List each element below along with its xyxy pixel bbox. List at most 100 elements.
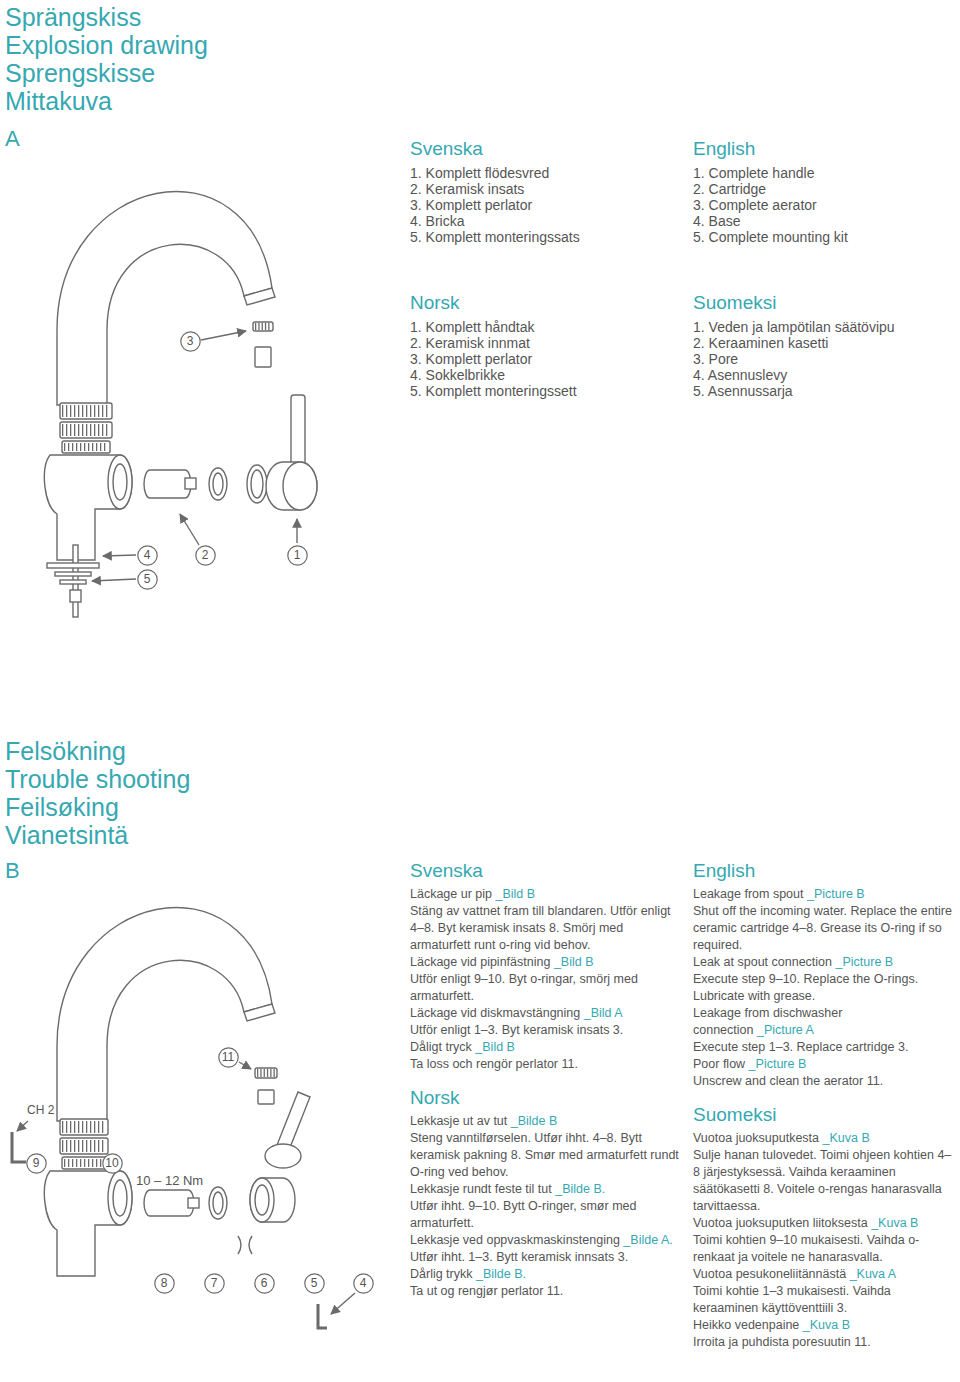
leader-arrow — [92, 579, 136, 581]
picture-ref: _Bilde B. — [476, 1267, 526, 1281]
cartridge-stem — [185, 478, 196, 489]
callout-ring — [137, 545, 156, 564]
faucet-body — [44, 1171, 132, 1276]
thread-ticks — [64, 1159, 106, 1167]
callout-circle: 5 — [137, 569, 158, 590]
section-letter: A — [5, 126, 20, 151]
picture-ref: _Picture B — [836, 955, 894, 969]
language-heading: English — [693, 138, 955, 160]
nut — [70, 590, 81, 602]
callout-ring — [154, 1273, 173, 1292]
remedy-text: Ta ut og rengjør perlator 11. — [410, 1283, 680, 1300]
cartridge — [144, 1190, 194, 1216]
remedy-text: Steng vanntilførselen. Utfør ihht. 4–8. … — [410, 1130, 680, 1181]
part-name: 4. Bricka — [410, 213, 672, 229]
thread-ticks — [64, 443, 108, 451]
callout-ring — [254, 1273, 273, 1292]
aerator-insert — [258, 1090, 274, 1104]
aerator-ribs — [255, 323, 271, 330]
callout-number: 5 — [137, 569, 158, 590]
part-name: 2. Keraaminen kasetti — [693, 335, 955, 351]
washer — [60, 580, 86, 584]
part-name: 3. Complete aerator — [693, 197, 955, 213]
problem-title: Leak at spout connection — [693, 955, 832, 969]
problem-title: Poor flow — [693, 1057, 745, 1071]
part-name: 2. Cartridge — [693, 181, 955, 197]
section-heading: Felsökning Trouble shooting Feilsøking V… — [5, 737, 205, 849]
problem-title: Dåligt tryck — [410, 1040, 472, 1054]
nut-hole — [213, 473, 223, 495]
part-name: 3. Komplett perlator — [410, 197, 672, 213]
callout-number: 9 — [26, 1153, 47, 1174]
callout-circle: 5 — [304, 1273, 325, 1294]
problem-line: Läckage ur pip_Bild B — [410, 886, 680, 903]
part-name: 1. Veden ja lampötilan säätövipu — [693, 319, 955, 335]
faucet-b — [44, 907, 275, 1276]
remedy-text: Unscrew and clean the aerator 11. — [693, 1073, 955, 1090]
callout-number: 11 — [218, 1047, 239, 1068]
callout-ring — [137, 569, 156, 588]
callout-number: 10 — [102, 1153, 123, 1174]
problem-title: Läckage vid pipinfästning — [410, 955, 550, 969]
problem-line: Läckage vid pipinfästning _Bild B — [410, 954, 680, 971]
problem-title: Vuotoa pesukoneliitännästä — [693, 1267, 846, 1281]
language-heading: Suomeksi — [693, 1104, 955, 1126]
callout-circle: 2 — [195, 545, 216, 566]
remedy-text: Toimi kohtien 9–10 mukaisesti. Vaihda o-… — [693, 1232, 955, 1266]
cap — [250, 1178, 295, 1222]
callout-circle: 7 — [204, 1273, 225, 1294]
troubleshooting-column: SvenskaLäckage ur pip_Bild BStäng av vat… — [410, 860, 680, 1300]
thread-collar — [60, 1138, 108, 1154]
part-name: 2. Keramisk insats — [410, 181, 672, 197]
callout-ring — [102, 1153, 121, 1172]
callout-circle: 11 — [218, 1047, 239, 1068]
callout-circle: 3 — [180, 331, 201, 352]
picture-ref: _Bild A — [584, 1006, 623, 1020]
cartridge — [144, 470, 191, 498]
aerator-insert — [255, 347, 271, 367]
nut — [209, 1187, 227, 1219]
troubleshooting-group: SvenskaLäckage ur pip_Bild BStäng av vat… — [410, 860, 680, 1073]
torque-value: 10 – 12 Nm — [134, 1173, 205, 1188]
nut — [209, 468, 227, 500]
thread-ticks — [62, 1140, 106, 1152]
spout — [57, 907, 272, 1121]
problem-line: Leak at spout connection _Picture B — [693, 954, 955, 971]
picture-ref: _Bild B — [554, 955, 594, 969]
problem-line: Leakage from dischwasher connection_Pict… — [693, 1005, 955, 1039]
callout-number: 7 — [204, 1273, 225, 1294]
picture-ref: _Bilde B. — [555, 1182, 605, 1196]
callout-number: 3 — [180, 331, 201, 352]
remedy-text: Shut off the incoming water. Replace the… — [693, 903, 955, 954]
callout-ring — [287, 545, 306, 564]
picture-ref: _Kuva B — [871, 1216, 918, 1230]
problem-title: Heikko vedenpaine — [693, 1318, 799, 1332]
problem-line: Läckage vid diskmavstängning_Bild A — [410, 1005, 680, 1022]
callout-circle: 10 — [102, 1153, 123, 1174]
callout-circle: 4 — [353, 1273, 374, 1294]
problem-line: Vuotoa juoksuputken liitoksesta_Kuva B — [693, 1215, 955, 1232]
callout-number: 4 — [353, 1273, 374, 1294]
section-letter: B — [5, 858, 20, 883]
circlip — [238, 1236, 252, 1254]
page-title: Sprängskiss Explosion drawing Sprengskis… — [5, 3, 245, 115]
nut-hole — [213, 1192, 223, 1214]
callout-ring — [195, 545, 214, 564]
part-name: 1. Komplett flödesvred — [410, 165, 672, 181]
picture-ref: _Kuva B — [803, 1318, 850, 1332]
thread-collar — [60, 403, 112, 419]
remedy-text: Irroita ja puhdista poresuutin 11. — [693, 1334, 955, 1351]
problem-line: Leakage from spout_Picture B — [693, 886, 955, 903]
part-name: 5. Complete mounting kit — [693, 229, 955, 245]
thread-collar — [62, 441, 110, 453]
handle-lever — [277, 1092, 310, 1150]
leader-arrow — [201, 331, 246, 340]
spout-tip — [244, 288, 275, 305]
remedy-text: Utfør ihht. 1–3. Bytt keramisk innsats 3… — [410, 1249, 680, 1266]
part-name: 5. Komplett monteringssett — [410, 383, 672, 399]
handle-lever — [291, 395, 305, 467]
problem-title: Läckage ur pip — [410, 887, 492, 901]
picture-ref: _Picture A — [757, 1023, 814, 1037]
language-heading: Norsk — [410, 292, 672, 314]
remedy-text: Execute step 1–3. Replace cartridge 3. — [693, 1039, 955, 1056]
